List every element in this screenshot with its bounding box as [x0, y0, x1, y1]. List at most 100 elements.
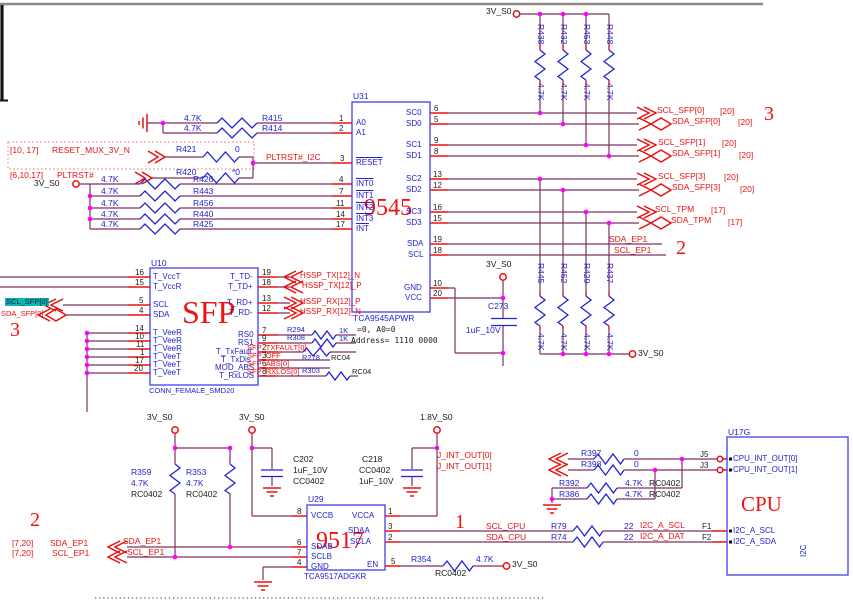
net-label[interactable]: HSSP_TX[12]_N — [300, 271, 361, 280]
resistor-ref[interactable]: R432 — [559, 24, 569, 45]
resistor-value[interactable]: 0 — [634, 448, 639, 458]
resistor-value[interactable]: 22 — [624, 521, 634, 531]
ep1-wires[interactable] — [106, 540, 292, 564]
resistor-ref[interactable]: R420 — [176, 167, 197, 177]
net-label[interactable]: SCL_EP1 — [127, 547, 165, 557]
resistor-value[interactable]: 4.7K — [582, 333, 592, 351]
resistor-ref[interactable]: R278 — [302, 353, 320, 362]
resistor-ref[interactable]: R415 — [262, 113, 283, 123]
resistor-ref[interactable]: R414 — [262, 123, 283, 133]
resistor-ref[interactable]: R429 — [582, 263, 592, 284]
sfp-right-wires[interactable] — [278, 270, 358, 382]
en-r354-network[interactable] — [400, 559, 511, 573]
net-label[interactable]: J_INT_OUT[1] — [437, 461, 492, 471]
net-label[interactable]: SDA_SFP[0] — [672, 116, 721, 126]
net-label[interactable]: I2C_A_DAT — [640, 531, 685, 541]
r359-r353-pullups[interactable] — [168, 448, 237, 557]
power-label[interactable]: 3V_S0 — [486, 6, 512, 16]
annotation-number[interactable]: 3 — [764, 103, 774, 125]
i2c-bus-wires[interactable] — [448, 112, 666, 256]
part-number[interactable]: TCA9517ADGKR — [304, 572, 367, 581]
net-label[interactable]: SFP_RXLOS[0] — [247, 367, 300, 376]
offpage-connectors-right[interactable] — [636, 106, 673, 230]
resistor-ref[interactable]: R443 — [193, 186, 214, 196]
net-label[interactable]: SDA_SFP[3] — [672, 182, 721, 192]
cpu-i2c-wires[interactable] — [400, 524, 727, 549]
net-label[interactable]: SDA_SFP[1] — [672, 148, 721, 158]
resistor-value[interactable]: 1K — [339, 326, 349, 335]
resistor-ref[interactable]: R294 — [287, 325, 305, 334]
resistor-value[interactable]: 4.7K — [605, 83, 615, 101]
resistor-value[interactable]: 4.7K — [184, 123, 202, 133]
cap-ref[interactable]: C273 — [488, 301, 509, 311]
net-label[interactable]: HSSP_RX[12]_N — [300, 307, 361, 316]
refdes[interactable]: U29 — [308, 494, 324, 504]
resistor-value[interactable]: 4.7K — [101, 186, 119, 196]
resistor-ref[interactable]: R421 — [176, 144, 197, 154]
resistor-value[interactable]: 0 — [235, 144, 240, 154]
cap-ref[interactable]: C202 — [293, 454, 314, 464]
net-label[interactable]: SCL_SFP[0] — [657, 105, 705, 115]
resistor-value[interactable]: 4.7K — [559, 333, 569, 351]
resistor-ref[interactable]: R359 — [131, 467, 152, 477]
c273-decoupling[interactable] — [448, 273, 517, 366]
power-label[interactable]: 3V_S0 — [239, 412, 265, 422]
net-label[interactable]: SFP_TXFAULT[0] — [247, 343, 307, 352]
resistor-ref[interactable]: R79 — [551, 521, 567, 531]
resistor-ref[interactable]: R426 — [193, 174, 214, 184]
resistor-value[interactable]: 22 — [624, 532, 634, 542]
resistor-value[interactable]: 4.7K — [186, 478, 204, 488]
net-label[interactable]: SFP_ABS[0] — [247, 359, 290, 368]
resistor-ref[interactable]: R397 — [581, 448, 602, 458]
resistor-value[interactable]: 4.7K — [476, 554, 494, 564]
power-label[interactable]: 3V_S0 — [486, 259, 512, 269]
net-label[interactable]: SCL_CPU — [486, 521, 526, 531]
annotation-number[interactable]: 2 — [676, 237, 686, 259]
net-label[interactable]: PLTRST#_I2C — [266, 152, 321, 162]
resistor-value[interactable]: 4.7K — [536, 83, 546, 101]
resistor-value[interactable]: 4.7K — [101, 209, 119, 219]
power-label[interactable]: 3V_S0 — [512, 559, 538, 569]
power-label[interactable]: 1.8V_S0 — [420, 412, 453, 422]
part-number[interactable]: TCA9545APWR — [353, 313, 415, 323]
cap-value[interactable]: 1uF_10V — [359, 476, 394, 486]
j-int-network[interactable] — [543, 452, 727, 514]
resistor-ref[interactable]: R303 — [302, 366, 320, 375]
annotation-number[interactable]: 9545 — [364, 195, 412, 221]
power-label[interactable]: 3V_S0 — [147, 412, 173, 422]
page-ref[interactable]: [10, 17] — [10, 145, 39, 155]
cpu-symbol[interactable] — [726, 436, 849, 576]
part-number[interactable]: CONN_FEMALE_SMD20 — [149, 386, 235, 395]
resistor-value[interactable]: 4.7K — [101, 198, 119, 208]
page-ref[interactable]: [6,10,17] — [10, 170, 44, 180]
resistor-ref[interactable]: R448 — [605, 24, 615, 45]
cap-ref[interactable]: C218 — [362, 454, 383, 464]
mid-pullup-network[interactable] — [533, 179, 637, 358]
net-label[interactable]: SDA_TPM — [671, 215, 712, 225]
net-label-highlighted[interactable]: SCL_SFP[0] — [5, 297, 49, 306]
annotation-number[interactable]: 2 — [30, 509, 40, 531]
resistor-ref[interactable]: R440 — [193, 209, 214, 219]
net-label[interactable]: SCL_SFP[1] — [658, 137, 706, 147]
u29-gnd[interactable] — [254, 566, 292, 591]
net-label[interactable]: SDA_EP1 — [609, 234, 648, 244]
annotation-number[interactable]: 9517 — [316, 528, 364, 554]
resistor-ref[interactable]: R308 — [287, 333, 305, 342]
net-label[interactable]: SCL_TPM — [655, 204, 695, 214]
u29-buffer-symbol[interactable] — [292, 504, 400, 571]
annotation-word[interactable]: CPU — [741, 492, 782, 516]
net-label[interactable]: SFP_OFF — [247, 351, 281, 360]
net-label[interactable]: SCL_SFP[3] — [658, 171, 706, 181]
cap-value[interactable]: 1uF_10V — [466, 325, 501, 335]
resistor-value[interactable]: *0 — [232, 167, 241, 177]
resistor-value[interactable]: 4.7K — [101, 174, 119, 184]
r415-r414-network[interactable] — [138, 114, 332, 139]
bottom-power-rails[interactable] — [171, 426, 441, 517]
resistor-ref[interactable]: R392 — [559, 478, 580, 488]
net-label[interactable]: I2C_A_SCL — [640, 520, 685, 530]
resistor-ref[interactable]: R74 — [551, 532, 567, 542]
resistor-ref[interactable]: R445 — [536, 263, 546, 284]
net-label[interactable]: HSSP_TX[12]_P — [302, 281, 362, 290]
resistor-value[interactable]: 4.7K — [184, 113, 202, 123]
net-label[interactable]: PLTRST# — [57, 170, 94, 180]
